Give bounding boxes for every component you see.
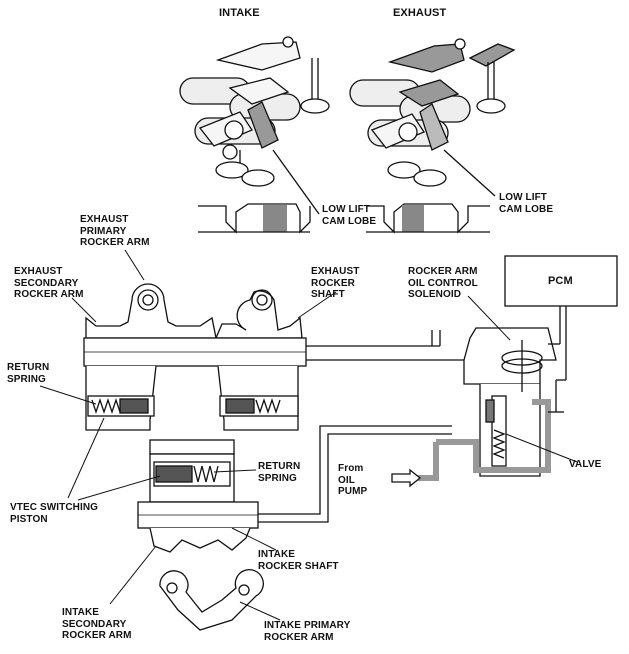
return-spring-center-label: RETURN SPRING xyxy=(258,461,301,484)
intake-rocker-shaft-label: INTAKE ROCKER SHAFT xyxy=(258,549,339,572)
exhaust-header: EXHAUST xyxy=(393,7,447,19)
exhaust-primary-rocker-arm-label: EXHAUST PRIMARY ROCKER ARM xyxy=(80,214,150,248)
exhaust-cam-lobe-profile xyxy=(366,203,490,234)
intake-header: INTAKE xyxy=(219,7,260,19)
valve-label: VALVE xyxy=(569,459,602,470)
from-oil-pump-label: From OIL PUMP xyxy=(338,463,368,497)
pcm-label: PCM xyxy=(548,275,573,287)
intake-cam-lobe-profile xyxy=(198,203,311,234)
return-spring-left-label: RETURN SPRING xyxy=(7,362,50,385)
intake-rocker-assembly xyxy=(137,439,264,631)
low-lift-cam-lobe-label-right: LOW LIFT CAM LOBE xyxy=(499,192,554,215)
intake-secondary-rocker-arm-label: INTAKE SECONDARY ROCKER ARM xyxy=(62,607,132,641)
exhaust-secondary-rocker-arm-label: EXHAUST SECONDARY ROCKER ARM xyxy=(14,266,84,300)
leader-lines xyxy=(39,249,578,621)
leader-low-lift-left xyxy=(272,149,320,215)
exhaust-rocker-shaft-label: EXHAUST ROCKER SHAFT xyxy=(311,266,360,300)
leader-low-lift-right xyxy=(443,149,496,197)
vtec-switching-piston-label: VTEC SWITCHING PISTON xyxy=(10,502,99,525)
intake-primary-rocker-arm-label: INTAKE PRIMARY ROCKER ARM xyxy=(264,620,351,643)
low-lift-cam-lobe-label-left: LOW LIFT CAM LOBE xyxy=(322,204,377,227)
exhaust-assembly-illustration xyxy=(349,38,516,187)
rocker-arm-oil-control-solenoid-label: ROCKER ARM OIL CONTROL SOLENOID xyxy=(408,266,478,300)
intake-assembly-illustration xyxy=(179,36,330,187)
exhaust-rocker-assembly xyxy=(83,283,307,431)
pcm-box xyxy=(504,255,618,307)
oil-passages xyxy=(258,306,567,523)
